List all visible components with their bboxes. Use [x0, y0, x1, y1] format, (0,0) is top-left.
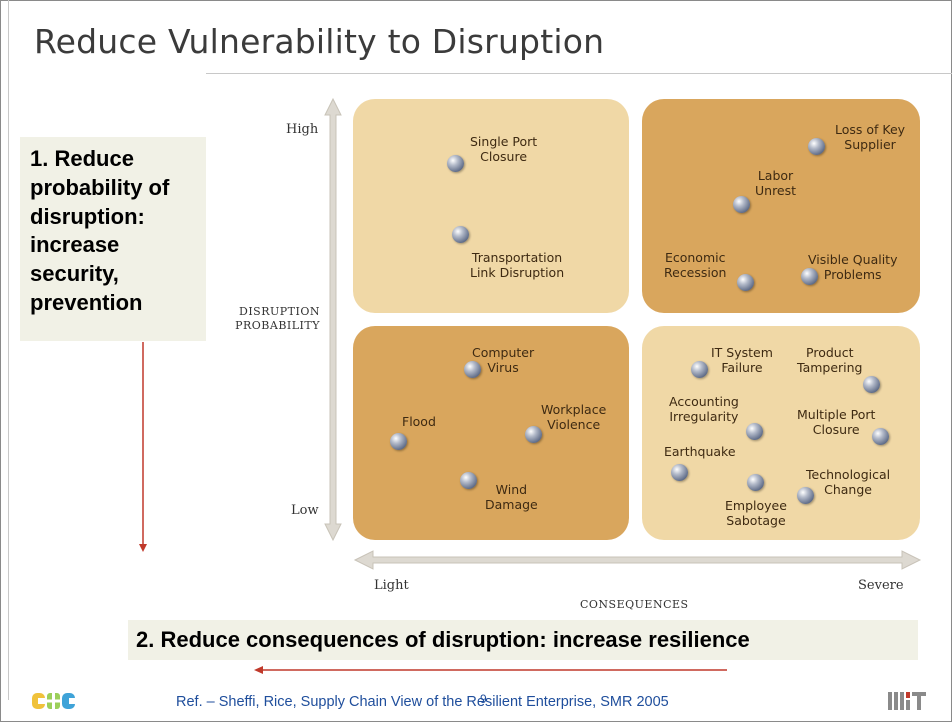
label-wind-damage: Wind Damage: [485, 482, 538, 512]
label-product-tampering: Product Tampering: [797, 345, 863, 375]
label-employee-sabotage: Employee Sabotage: [725, 498, 787, 528]
y-axis-high-label: High: [286, 122, 319, 137]
marker-product-tampering: [863, 376, 880, 393]
marker-loss-of-key-supplier: [808, 138, 825, 155]
consequences-arrow-head: [254, 666, 263, 674]
label-computer-virus: Computer Virus: [472, 345, 535, 375]
y-axis-low-label: Low: [291, 503, 319, 518]
label-it-system-failure: IT System Failure: [711, 345, 773, 375]
label-single-port-closure: Single Port Closure: [470, 134, 538, 164]
marker-labor-unrest: [733, 196, 750, 213]
x-axis-severe-label: Severe: [858, 578, 904, 593]
marker-accounting-irregularity: [746, 423, 763, 440]
title-underline: [206, 73, 952, 74]
marker-flood: [390, 433, 407, 450]
y-axis-title-line1: Disruption: [239, 301, 320, 319]
label-transportation-link: Transportation Link Disruption: [470, 250, 565, 280]
y-axis-arrow: [324, 97, 342, 542]
x-axis-title: Consequences: [580, 594, 689, 612]
label-earthquake: Earthquake: [664, 444, 736, 459]
footer-reference: Ref. – Sheffi, Rice, Supply Chain View o…: [176, 694, 669, 710]
label-accounting-irregularity: Accounting Irregularity: [669, 394, 739, 424]
marker-workplace-violence: [525, 426, 542, 443]
label-flood: Flood: [402, 414, 436, 429]
y-axis-title-line2: Probability: [235, 315, 320, 333]
page-number: 9: [480, 692, 487, 706]
marker-visible-quality-problems: [801, 268, 818, 285]
label-technological-change: Technological Change: [806, 467, 891, 497]
x-axis-arrow: [353, 550, 922, 570]
label-labor-unrest: Labor Unrest: [755, 168, 797, 198]
label-visible-quality-problems: Visible Quality Problems: [808, 252, 898, 282]
callout-reduce-consequences: 2. Reduce consequences of disruption: in…: [128, 620, 918, 660]
marker-it-system-failure: [691, 361, 708, 378]
slide-title: Reduce Vulnerability to Disruption: [34, 22, 605, 61]
label-loss-of-key-supplier: Loss of Key Supplier: [835, 122, 906, 152]
marker-economic-recession: [737, 274, 754, 291]
marker-transportation-link: [452, 226, 469, 243]
quadrant-high-severe: [642, 99, 920, 313]
y-axis-title: Disruption Probability: [216, 301, 320, 333]
ctl-logo-icon: [32, 693, 75, 709]
marker-wind-damage: [460, 472, 477, 489]
label-multiple-port-closure: Multiple Port Closure: [797, 407, 876, 437]
left-divider: [8, 0, 9, 700]
marker-single-port-closure: [447, 155, 464, 172]
mit-logo-icon: [888, 692, 926, 710]
probability-arrow-head: [139, 544, 147, 552]
quadrant-high-light: [353, 99, 629, 313]
marker-computer-virus: [464, 361, 481, 378]
label-economic-recession: Economic Recession: [664, 250, 727, 280]
callout-reduce-probability: 1. Reduce probability of disruption: inc…: [20, 137, 206, 341]
marker-multiple-port-closure: [872, 428, 889, 445]
x-axis-light-label: Light: [374, 578, 409, 593]
marker-earthquake: [671, 464, 688, 481]
marker-technological-change: [797, 487, 814, 504]
marker-employee-sabotage: [747, 474, 764, 491]
label-workplace-violence: Workplace Violence: [541, 402, 607, 432]
